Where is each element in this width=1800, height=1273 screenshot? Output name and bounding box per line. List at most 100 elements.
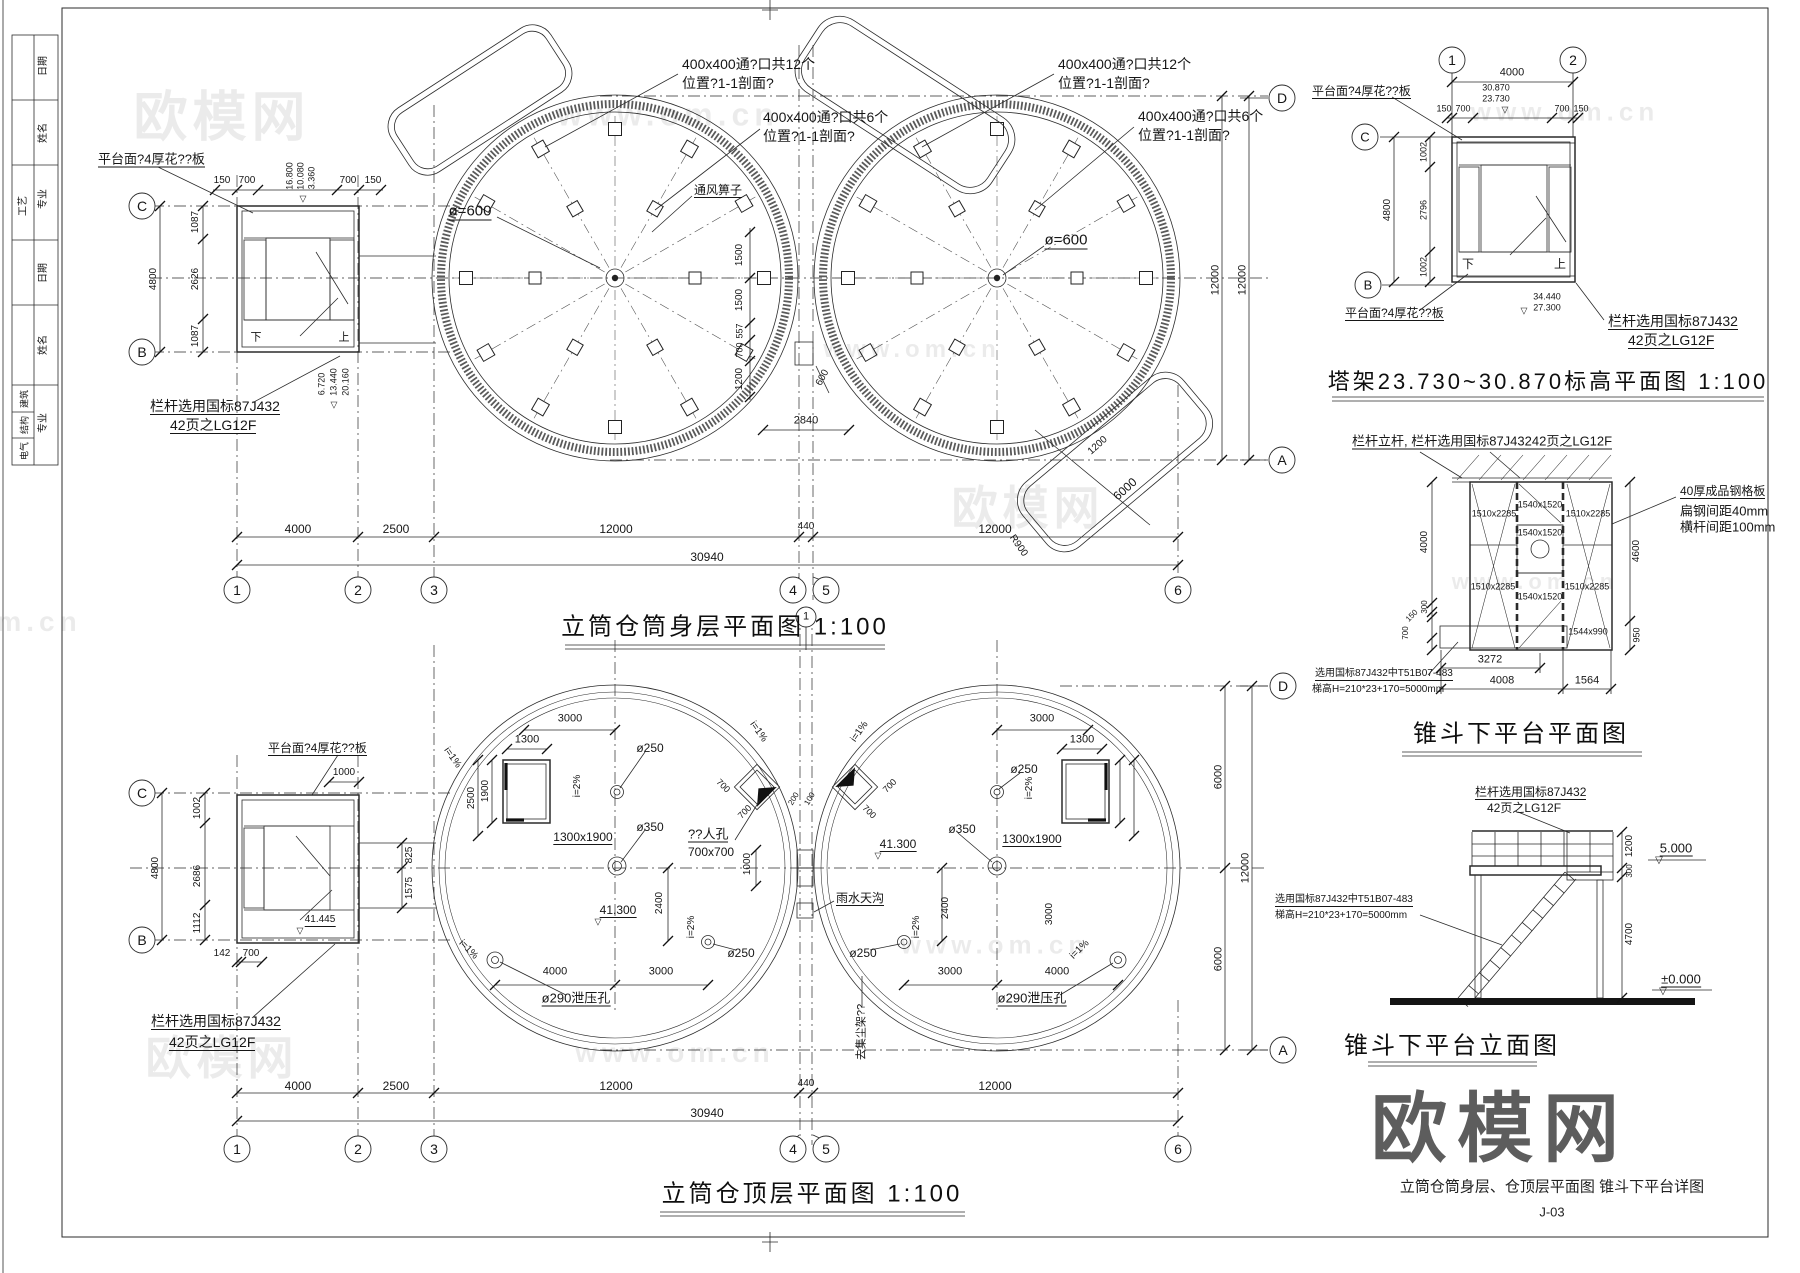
dim-label: 1087 (190, 324, 201, 348)
dim-label: 150 (1436, 103, 1452, 114)
watermark-text: www.om.cn (557, 96, 779, 133)
dim-label: 300 (1625, 864, 1634, 878)
grid-bubble-label: D (1276, 90, 1288, 106)
dim-label: 下 (1461, 257, 1475, 271)
dim-label: 100 (802, 790, 817, 807)
dim-label: 700 (1554, 103, 1570, 114)
dim-label: i=1% (1067, 937, 1092, 962)
title-tower-plan: 塔架23.730~30.870标高平面图 1:100 (1327, 369, 1769, 394)
grid-bubble-label: 4 (789, 582, 797, 598)
dim-label: ▽ (299, 193, 307, 204)
dim-label: 梯高H=210*23+170=5000mm (1275, 910, 1408, 921)
dim-label: 3000 (557, 712, 583, 725)
dim-label: 平台面?4厚花??板 (1312, 84, 1411, 99)
watermark-text: www.om.cn (1451, 569, 1619, 594)
dim-label: 2796 (1418, 199, 1429, 221)
dim-label: 30940 (690, 550, 724, 564)
dim-label: 600 (813, 367, 832, 388)
dim-label: ø=600 (1044, 231, 1088, 250)
watermark-text: 欧模网 (145, 1032, 299, 1084)
dim-label: 3.360 (306, 166, 317, 190)
dim-label: 1500 (734, 288, 745, 312)
dim-label: 12000 (599, 1079, 633, 1093)
dim-label: 12000 (978, 522, 1012, 536)
dim-label: 700 (242, 948, 260, 959)
dim-label: 4000 (1499, 66, 1525, 79)
grid-bubble-label: 6 (1174, 582, 1182, 598)
titleblock-label: 电气 (19, 441, 30, 461)
dim-label: 4700 (1624, 922, 1635, 946)
grid-bubble-label: B (137, 344, 147, 360)
dim-label: ▽ (330, 399, 338, 410)
dim-label: 4600 (1631, 539, 1642, 563)
grid-bubble-label: D (1277, 678, 1289, 694)
dim-label: 平台面?4厚花??板 (268, 741, 367, 756)
dim-label: 1564 (1574, 674, 1600, 687)
dim-label: 4000 (542, 965, 568, 978)
titleblock-label: 建筑 (19, 389, 30, 409)
dim-label: ø=600 (448, 202, 492, 221)
dim-label: ø290泄压孔 (541, 990, 611, 1007)
dim-label: 700 (339, 175, 357, 186)
dim-label: 1500 (734, 243, 745, 267)
titleblock-label: 专业 (38, 189, 49, 209)
title-silo-body-plan: 立筒仓筒身层平面图 1:100 (561, 613, 889, 641)
dim-label: 3000 (937, 965, 963, 978)
dim-label: 3000 (1044, 902, 1055, 926)
dim-label: 1510x2285 (1565, 508, 1611, 519)
dim-label: 41.300 (599, 903, 637, 918)
dim-label: 700 (1455, 103, 1471, 114)
dim-label: 34.440 (1533, 291, 1561, 302)
dim-label: 12000 (978, 1079, 1012, 1093)
dim-label: 42页之LG12F (170, 417, 257, 434)
dim-label: 700 (238, 175, 256, 186)
dim-label: 栏杆选用国标87J432 (151, 1013, 281, 1030)
watermark-text: www.om.cn (575, 1037, 775, 1068)
titleblock-label: 结构 (19, 415, 30, 435)
watermark-text: www.om.cn (900, 929, 1090, 960)
dim-label: 1575 (404, 876, 415, 900)
dim-label: 4800 (150, 856, 161, 880)
dim-label: ▽ (1659, 986, 1667, 997)
dim-label: ø290泄压孔 (997, 990, 1067, 1007)
watermark-text: www.om.cn (823, 336, 1001, 363)
dim-label: i=2% (686, 915, 697, 939)
grid-bubble-label: 2 (1569, 52, 1577, 68)
dim-label: 2500 (382, 1079, 410, 1093)
dim-label: 1002 (1418, 256, 1429, 278)
dim-label: 4000 (1419, 530, 1430, 554)
dim-label: 150 (364, 175, 382, 186)
grid-bubble-label: 6 (1174, 1141, 1182, 1157)
dim-label: 700 (735, 802, 754, 821)
dim-label: 400x400通?口共12个 (1058, 56, 1192, 72)
titleblock-label: 工艺 (18, 196, 29, 216)
dim-label: 2500 (382, 522, 410, 536)
grid-bubble-label: B (1363, 277, 1373, 293)
grid-bubble-label: A (1277, 452, 1287, 468)
dim-label: 1540x1520 (1517, 591, 1563, 602)
dim-label: 40厚成品钢格板 (1680, 484, 1766, 499)
grid-bubble-label: 5 (822, 1141, 830, 1157)
section-bubble-label: 1 (802, 610, 810, 623)
dim-label: 横杆间距100mm (1680, 519, 1776, 535)
dim-label: 400x400通?口共12个 (682, 56, 816, 72)
dim-label: i=1% (441, 745, 464, 771)
watermark-text: 欧模网 (133, 87, 311, 148)
dim-label: 557 (734, 323, 745, 339)
dim-label: ▽ (1655, 855, 1663, 866)
dim-label: 1544x990 (1568, 626, 1608, 637)
dim-label: 12000 (1209, 264, 1222, 296)
dim-label: 1510x2285 (1564, 581, 1610, 592)
dim-label: 1540x1520 (1517, 527, 1563, 538)
dim-label: 栏杆选用国标87J432 (1475, 785, 1587, 800)
dim-label: 10.080 (295, 162, 306, 190)
dim-label: 1002 (1418, 141, 1429, 163)
dim-label: 1200 (1085, 434, 1110, 458)
dim-label: 3000 (1029, 712, 1055, 725)
grid-bubble-label: 3 (430, 582, 438, 598)
dim-label: 400x400通?口共6个 (763, 109, 889, 125)
dim-label: 700x700 (688, 845, 735, 859)
dim-label: 1300x1900 (1002, 832, 1062, 847)
grid-bubble-label: 4 (789, 1141, 797, 1157)
